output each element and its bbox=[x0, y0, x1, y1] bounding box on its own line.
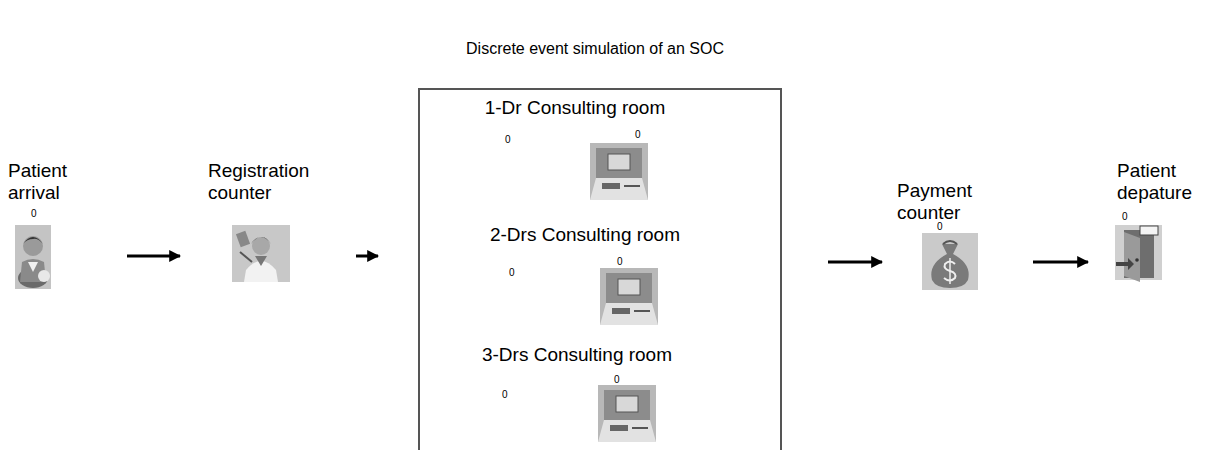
station-label: Registration counter bbox=[208, 160, 348, 204]
money-bag-icon bbox=[922, 233, 978, 290]
station-node: Payment counter0 bbox=[890, 175, 1028, 295]
flow-arrow bbox=[127, 255, 180, 258]
counter-number: 0 bbox=[617, 256, 623, 267]
counter-number: 0 bbox=[509, 267, 515, 278]
consulting-room-node: 3-Drs Consulting room 0 0 bbox=[438, 340, 762, 448]
registration-icon bbox=[232, 225, 290, 282]
station-label: 1-Dr Consulting room bbox=[440, 97, 710, 119]
station-node: Registration counter bbox=[185, 155, 351, 290]
room-icon bbox=[598, 385, 656, 442]
counter-number: 0 bbox=[502, 389, 508, 400]
room-icon bbox=[590, 143, 648, 200]
station-label: Patient depature bbox=[1117, 160, 1205, 204]
counter-number: 0 bbox=[31, 208, 37, 219]
room-icon bbox=[600, 268, 658, 325]
station-node: Patient depature 0 bbox=[1095, 155, 1207, 285]
consulting-room-node: 1-Dr Consulting room 0 0 bbox=[438, 93, 762, 205]
counter-number: 0 bbox=[937, 221, 943, 232]
station-label: 3-Drs Consulting room bbox=[442, 344, 712, 366]
exit-door-icon bbox=[1115, 225, 1162, 282]
station-label: 2-Drs Consulting room bbox=[450, 224, 720, 246]
counter-number: 0 bbox=[1122, 211, 1128, 222]
counter-number: 0 bbox=[635, 129, 641, 140]
consulting-group-box: 1-Dr Consulting room002-Drs Consulting r… bbox=[418, 88, 782, 450]
flow-arrow bbox=[828, 261, 882, 264]
flow-arrow bbox=[1033, 261, 1088, 264]
station-label: Patient arrival bbox=[8, 160, 103, 204]
counter-number: 0 bbox=[505, 134, 511, 145]
diagram-title: Discrete event simulation of an SOC bbox=[0, 40, 1190, 58]
flow-arrow bbox=[356, 255, 378, 258]
patient-icon bbox=[15, 225, 51, 289]
station-node: Patient arrival 0 bbox=[5, 155, 122, 295]
counter-number: 0 bbox=[614, 374, 620, 385]
station-label: Payment counter bbox=[897, 180, 997, 224]
consulting-room-node: 2-Drs Consulting room 0 0 bbox=[438, 220, 762, 330]
